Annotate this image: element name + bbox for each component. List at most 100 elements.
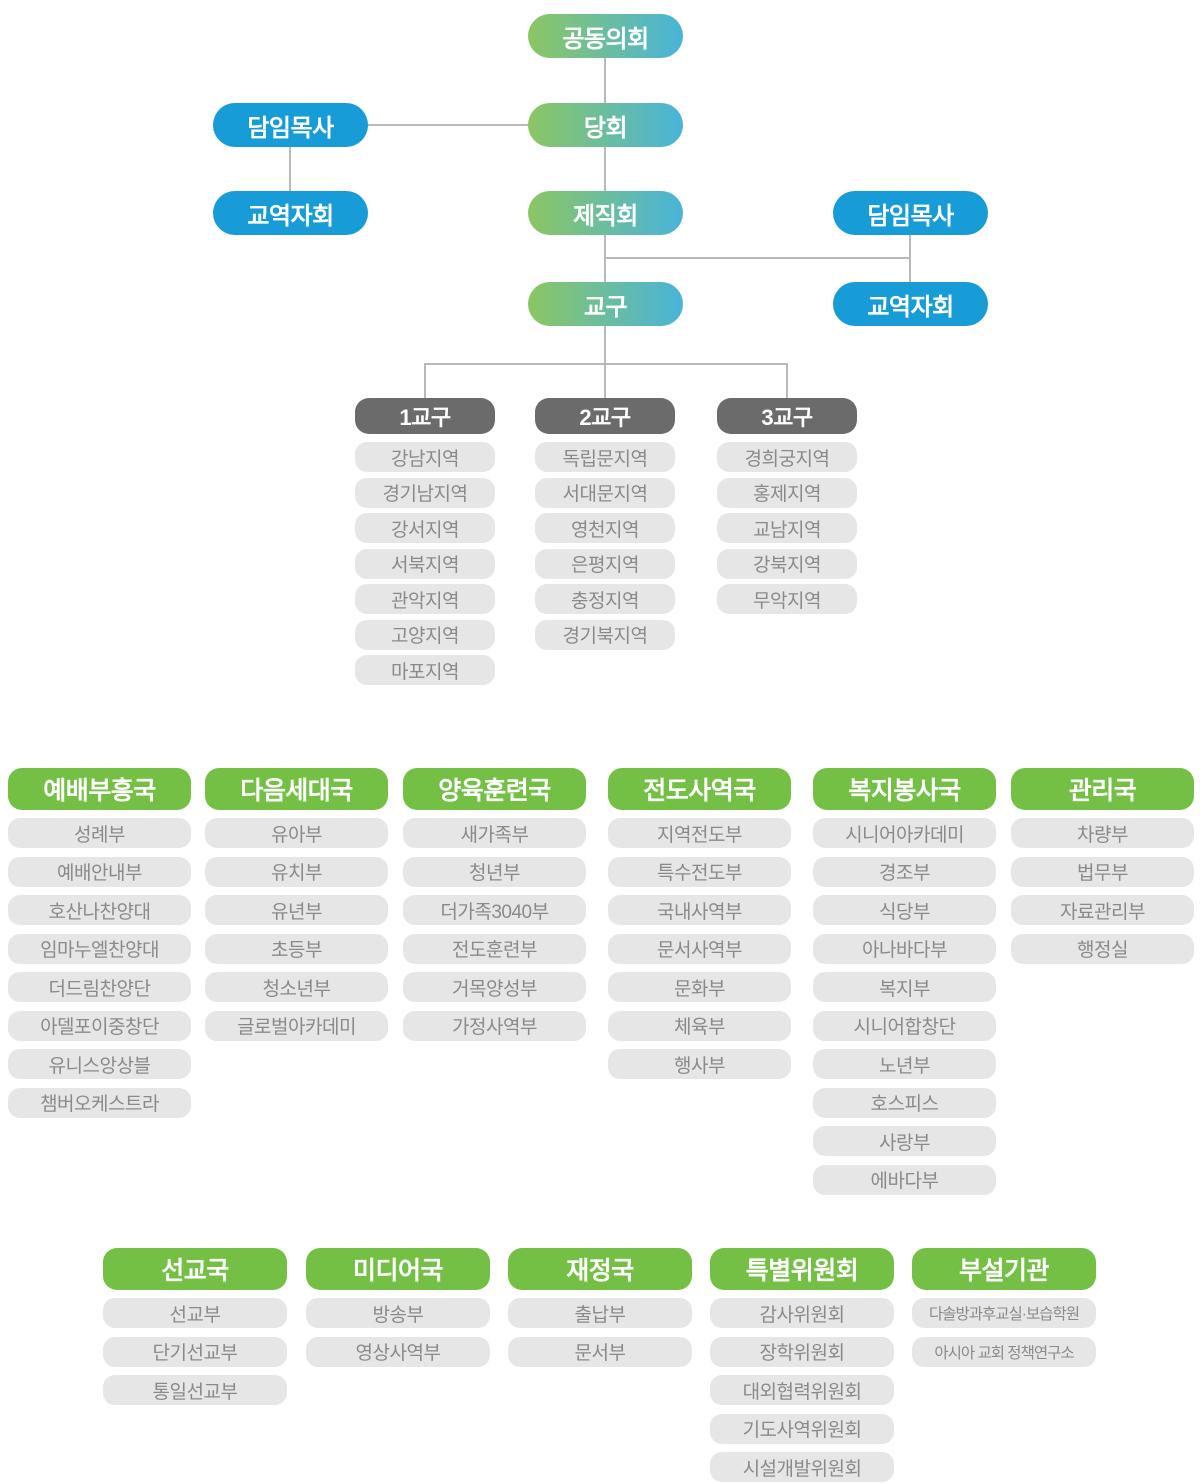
bureau-item: 새가족부 [403,818,586,848]
bureau-item: 통일선교부 [103,1375,287,1405]
bureau-item: 자료관리부 [1011,895,1194,925]
bureau-item: 대외협력위원회 [710,1375,894,1405]
bureau-item: 예배안내부 [8,856,191,887]
bureau-header: 관리국 [1011,768,1194,810]
bureau-item: 기도사역위원회 [710,1413,894,1444]
bureau-item: 청소년부 [205,972,388,1002]
district-item: 무악지역 [717,584,857,614]
district-header-3: 3교구 [717,398,857,434]
bureau-item: 아나바다부 [813,933,996,964]
bureau-header: 재정국 [508,1248,692,1290]
district-item: 경기북지역 [535,619,675,650]
district-item: 서북지역 [355,548,495,579]
district-item: 고양지역 [355,619,495,650]
bureau-item: 문서사역부 [608,933,791,964]
district-item: 영천지역 [535,513,675,543]
connector-line [424,363,426,398]
node-ministers-council-right: 교역자회 [833,282,988,326]
bureau-item: 유니스앙상블 [8,1049,191,1079]
bureau-item: 차량부 [1011,818,1194,848]
bureau-item: 영상사역부 [306,1336,490,1367]
bureau-item: 선교부 [103,1298,287,1328]
connector-line [786,363,788,398]
bureau-item: 유년부 [205,895,388,925]
bureau-header: 양육훈련국 [403,768,586,810]
connector-line [604,326,606,364]
connector-line [604,147,606,191]
bureau-item: 방송부 [306,1298,490,1328]
bureau-item: 에바다부 [813,1164,996,1195]
bureau-item: 식당부 [813,895,996,925]
district-item: 충정지역 [535,584,675,614]
bureau-item: 국내사역부 [608,895,791,925]
bureau-item: 더가족3040부 [403,895,586,925]
bureau-item: 시설개발위원회 [710,1452,894,1482]
connector-line [604,58,606,103]
node-senior-pastor-left: 담임목사 [213,103,368,147]
bureau-header: 선교국 [103,1248,287,1290]
bureau-item: 글로벌아카데미 [205,1010,388,1041]
district-item: 관악지역 [355,584,495,614]
bureau-item: 챔버오케스트라 [8,1087,191,1118]
node-official-board: 제직회 [528,191,683,235]
district-item: 강북지역 [717,548,857,579]
bureau-item: 청년부 [403,856,586,887]
bureau-item: 거목양성부 [403,972,586,1002]
bureau-item: 행정실 [1011,933,1194,964]
bureau-item: 출납부 [508,1298,692,1328]
district-item: 강남지역 [355,442,495,472]
bureau-header: 다음세대국 [205,768,388,810]
bureau-item: 호스피스 [813,1087,996,1118]
district-item: 독립문지역 [535,442,675,472]
bureau-item: 더드림찬양단 [8,972,191,1002]
node-joint-assembly: 공동의회 [528,14,683,58]
connector-line [604,257,911,259]
bureau-item: 시니어아카데미 [813,818,996,848]
bureau-item: 유아부 [205,818,388,848]
bureau-item: 행사부 [608,1049,791,1079]
district-item: 마포지역 [355,655,495,685]
bureau-item: 초등부 [205,933,388,964]
bureau-item: 감사위원회 [710,1298,894,1328]
bureau-item: 복지부 [813,972,996,1002]
bureau-item: 문화부 [608,972,791,1002]
district-item: 경기남지역 [355,477,495,508]
district-item: 강서지역 [355,513,495,543]
bureau-header: 특별위원회 [710,1248,894,1290]
bureau-item: 가정사역부 [403,1010,586,1041]
node-senior-pastor-right: 담임목사 [833,191,988,235]
bureau-item: 경조부 [813,856,996,887]
bureau-item: 시니어합창단 [813,1010,996,1041]
bureau-item: 호산나찬양대 [8,895,191,925]
bureau-item: 다솔방과후교실·보습학원 [912,1298,1096,1328]
district-item: 홍제지역 [717,477,857,508]
bureau-item: 아델포이중창단 [8,1010,191,1041]
connector-line [289,147,291,191]
bureau-item: 체육부 [608,1010,791,1041]
district-item: 경희궁지역 [717,442,857,472]
node-session: 당회 [528,103,683,147]
bureau-item: 법무부 [1011,856,1194,887]
connector-line [909,235,911,282]
